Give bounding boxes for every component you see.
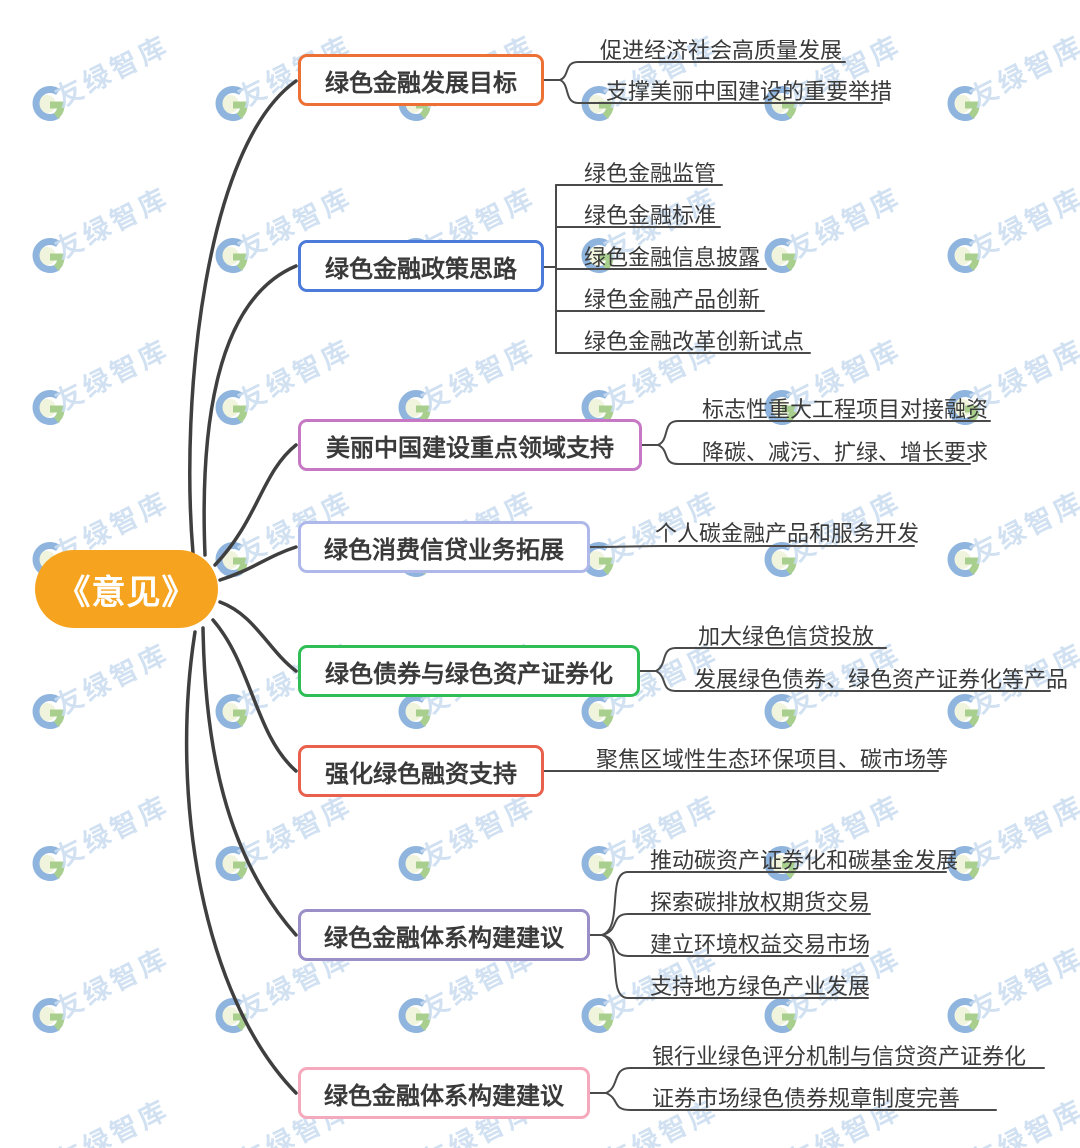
leaf-item[interactable]: 探索碳排放权期货交易 (650, 890, 871, 915)
leaf-item[interactable]: 促进经济社会高质量发展 (600, 38, 843, 63)
leaf-item[interactable]: 个人碳金融产品和服务开发 (655, 521, 920, 546)
edge-root-branch-7 (184, 630, 298, 1095)
leaf-item[interactable]: 绿色金融改革创新试点 (584, 329, 805, 354)
leaf-item[interactable]: 绿色金融产品创新 (584, 287, 761, 312)
leaf-item[interactable]: 建立环境权益交易市场 (650, 932, 871, 957)
edge-root-branch-3 (218, 545, 298, 582)
edge-root-branch-4 (218, 600, 298, 673)
topic-box-green-consumer-credit[interactable]: 绿色消费信贷业务拓展 (298, 521, 590, 573)
leaf-item[interactable]: 标志性重大工程项目对接融资 (702, 397, 989, 422)
topic-box-green-bonds-abs[interactable]: 绿色债券与绿色资产证券化 (298, 645, 640, 697)
edge-root-branch-2 (213, 443, 298, 567)
topic-box-green-finance-system-2[interactable]: 绿色金融体系构建建议 (298, 1067, 590, 1119)
leaf-item[interactable]: 降碳、减污、扩绿、增长要求 (702, 440, 989, 465)
leaf-item[interactable]: 支持地方绿色产业发展 (650, 974, 871, 999)
leaf-item[interactable]: 银行业绿色评分机制与信贷资产证券化 (652, 1044, 1027, 1069)
topic-box-strengthen-green-financing[interactable]: 强化绿色融资支持 (298, 745, 544, 797)
topic-box-green-finance-goals[interactable]: 绿色金融发展目标 (298, 54, 544, 106)
topic-box-beautiful-china-support[interactable]: 美丽中国建设重点领域支持 (298, 419, 642, 471)
leaf-item[interactable]: 发展绿色债券、绿色资产证券化等产品 (694, 667, 1069, 692)
leaf-item[interactable]: 加大绿色信贷投放 (698, 624, 875, 649)
root-node[interactable]: 《意见》 (35, 550, 218, 628)
leaf-item[interactable]: 绿色金融信息披露 (584, 245, 761, 270)
leaf-item[interactable]: 绿色金融标准 (584, 203, 717, 228)
leaf-item[interactable]: 推动碳资产证券化和碳基金发展 (650, 848, 959, 873)
edge-root-branch-0 (188, 79, 298, 555)
edge-root-branch-5 (211, 618, 298, 773)
leaf-item[interactable]: 绿色金融监管 (584, 161, 717, 186)
leaf-item[interactable]: 支撑美丽中国建设的重要举措 (606, 79, 893, 104)
topic-box-green-finance-system-1[interactable]: 绿色金融体系构建建议 (298, 909, 590, 961)
topic-box-policy-thinking[interactable]: 绿色金融政策思路 (298, 240, 544, 292)
leaf-item[interactable]: 聚焦区域性生态环保项目、碳市场等 (596, 747, 949, 772)
edge-root-branch-6 (201, 626, 298, 937)
edge-root-branch-1 (202, 264, 298, 557)
leaf-item[interactable]: 证券市场绿色债券规章制度完善 (652, 1086, 961, 1111)
